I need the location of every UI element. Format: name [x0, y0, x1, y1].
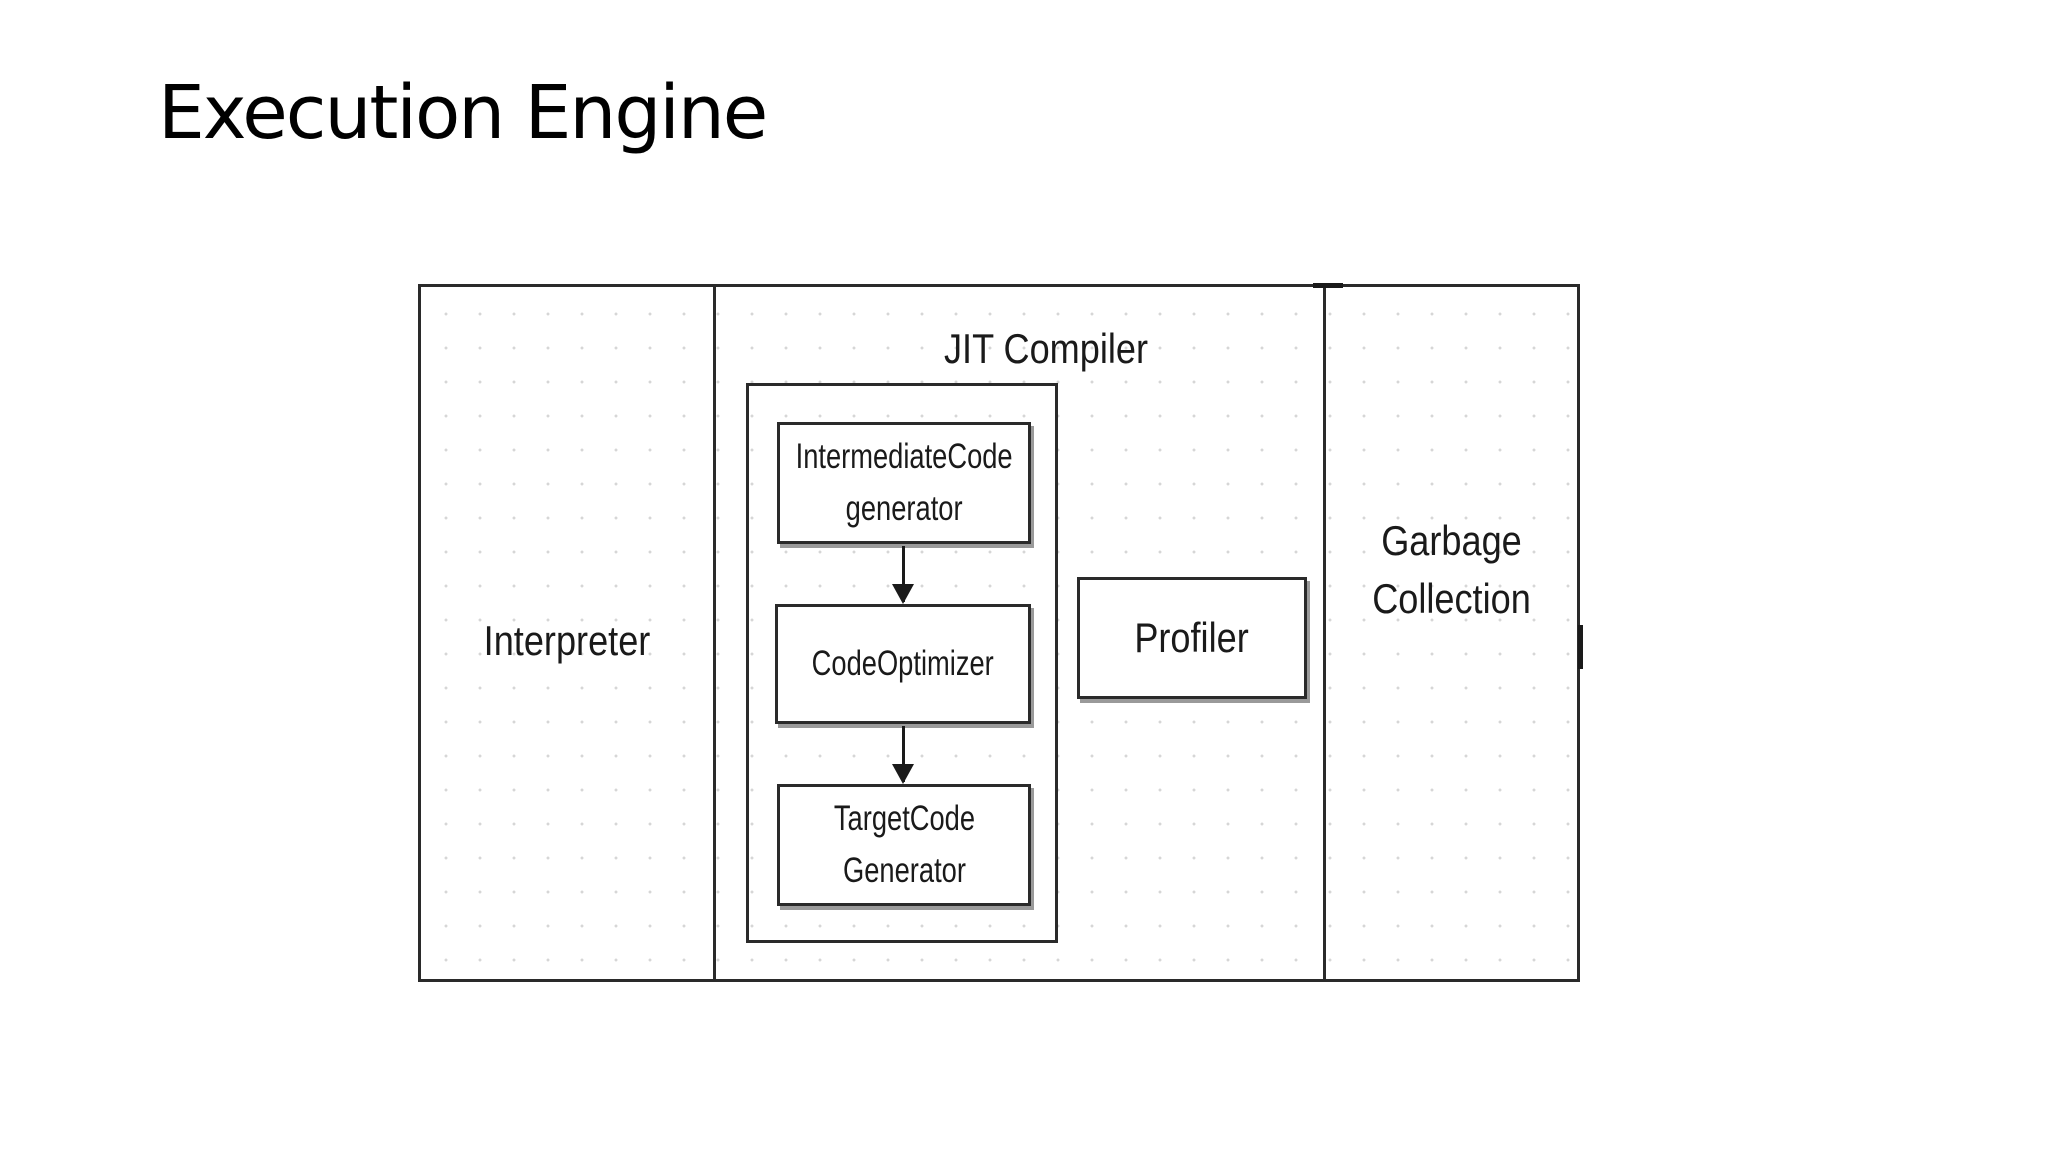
intermediate-code-generator-label: IntermediateCode generator [795, 437, 1013, 528]
profiler-box: Profiler [1077, 577, 1307, 699]
execution-engine-diagram: Interpreter JIT Compiler IntermediateCod… [418, 283, 1583, 982]
arrow-down-icon [892, 726, 914, 784]
intermediate-code-generator-box: IntermediateCode generator [777, 422, 1031, 544]
garbage-collection-panel: Garbage Collection [1326, 287, 1577, 979]
jit-compiler-panel: JIT Compiler IntermediateCode generator … [716, 287, 1326, 979]
interpreter-panel: Interpreter [421, 287, 716, 979]
profiler-label: Profiler [1134, 614, 1250, 661]
slide-title: Execution Engine [158, 70, 768, 156]
top-edge-mark [1313, 283, 1343, 288]
target-code-generator-box: TargetCode Generator [777, 784, 1031, 906]
target-code-generator-label: TargetCode Generator [833, 799, 975, 890]
right-edge-mark [1578, 625, 1583, 669]
jit-compiler-label: JIT Compiler [943, 325, 1149, 372]
arrow-down-icon [892, 546, 914, 604]
interpreter-label: Interpreter [483, 617, 651, 664]
garbage-collection-label: Garbage Collection [1372, 517, 1531, 622]
code-optimizer-label: CodeOptimizer [811, 644, 995, 683]
compiler-pipeline-box: IntermediateCode generator CodeOptimizer… [746, 383, 1058, 943]
code-optimizer-box: CodeOptimizer [775, 604, 1031, 724]
